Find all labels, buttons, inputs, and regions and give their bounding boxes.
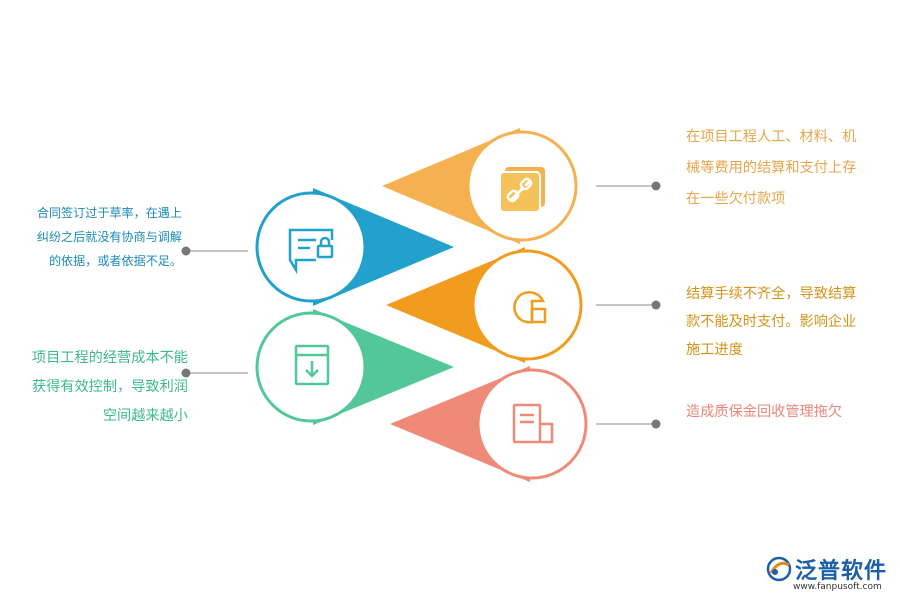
circle-ring-chat bbox=[255, 191, 367, 303]
link-icon bbox=[499, 167, 545, 213]
text-item-link: 在项目工程人工、材料、机械等费用的结算和支付上存在一些欠付款项 bbox=[686, 129, 857, 207]
logo-url: www.fanpusoft.com bbox=[793, 582, 882, 592]
connector-dot-5 bbox=[181, 368, 191, 378]
item-link bbox=[382, 128, 578, 244]
connector-dot-2 bbox=[651, 300, 661, 310]
item-download bbox=[255, 309, 454, 425]
circle-ring-pie bbox=[471, 249, 583, 361]
document-icon bbox=[512, 403, 554, 444]
text-item-pie: 结算手续不齐全，导致结算款不能及时支付。影响企业施工进度 bbox=[686, 286, 857, 358]
connector-dot-1 bbox=[651, 181, 661, 191]
logo-mark-icon bbox=[766, 556, 792, 582]
text-item-download: 项目工程的经营成本不能获得有效控制，导致利润空间越来越小 bbox=[31, 350, 188, 424]
item-pie bbox=[386, 247, 583, 363]
item-doc bbox=[390, 366, 588, 482]
text-item-chat: 合同签订过于草率，在遇上纠纷之后就没有协商与调解的依据，或者依据不足。 bbox=[36, 206, 182, 268]
connector-dot-4 bbox=[181, 246, 191, 256]
pie-chart-icon bbox=[513, 291, 547, 324]
download-box-icon bbox=[294, 344, 330, 386]
connector-dot-3 bbox=[651, 419, 661, 429]
text-item-doc: 造成质保金回收管理拖欠 bbox=[686, 404, 843, 420]
item-chat bbox=[255, 188, 454, 306]
logo-name: 泛普软件 bbox=[795, 559, 888, 584]
brand-logo: 泛普软件 www.fanpusoft.com bbox=[765, 553, 895, 597]
chat-lock-icon bbox=[288, 228, 334, 275]
circle-ring-doc bbox=[476, 368, 588, 480]
